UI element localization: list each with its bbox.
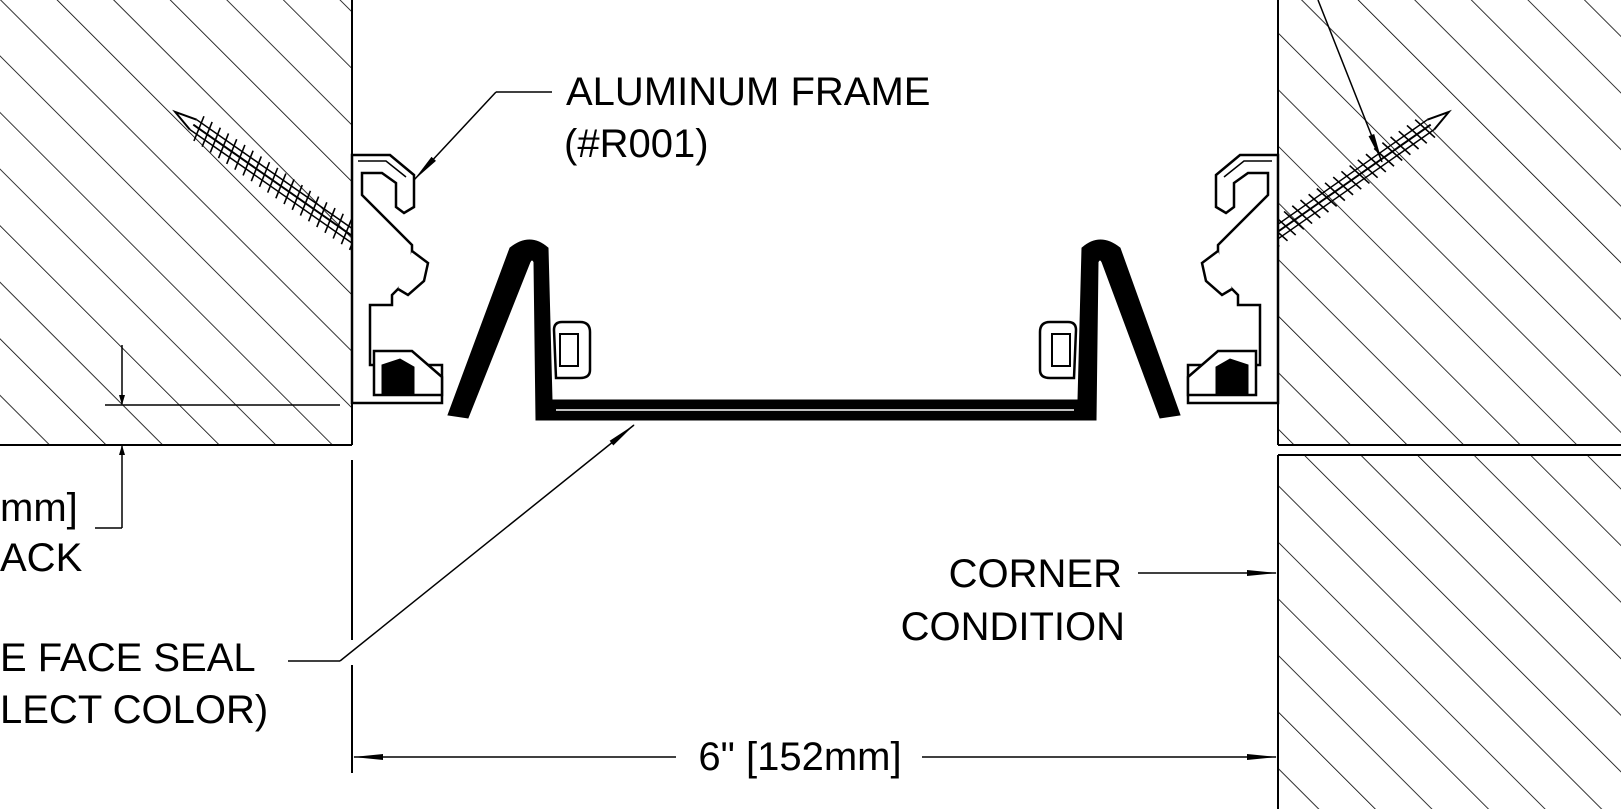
frame-leader bbox=[413, 91, 552, 181]
corner-label-line2: CONDITION bbox=[901, 605, 1125, 649]
seal-label-line1: E FACE SEAL bbox=[0, 636, 256, 680]
face-seal bbox=[447, 239, 1181, 421]
seal-label-line2: LECT COLOR) bbox=[0, 688, 268, 732]
corner-label-line1: CORNER bbox=[949, 552, 1122, 596]
width-dimension-label: 6" [152mm] bbox=[698, 735, 901, 779]
left-upper-substrate bbox=[0, 0, 353, 446]
frame-label-line2: (#R001) bbox=[564, 122, 709, 166]
right-aluminum-frame bbox=[1186, 153, 1280, 405]
top-right-leader bbox=[1317, 0, 1383, 163]
right-lower-substrate bbox=[1277, 454, 1621, 809]
seal-leader bbox=[288, 424, 635, 662]
left-aluminum-frame bbox=[350, 153, 444, 405]
setback-label-line2: ACK bbox=[0, 536, 83, 580]
setback-label-line1: mm] bbox=[0, 486, 78, 530]
right-upper-substrate bbox=[1277, 0, 1621, 446]
setback-dimension bbox=[95, 345, 340, 529]
frame-label-line1: ALUMINUM FRAME bbox=[566, 70, 930, 114]
